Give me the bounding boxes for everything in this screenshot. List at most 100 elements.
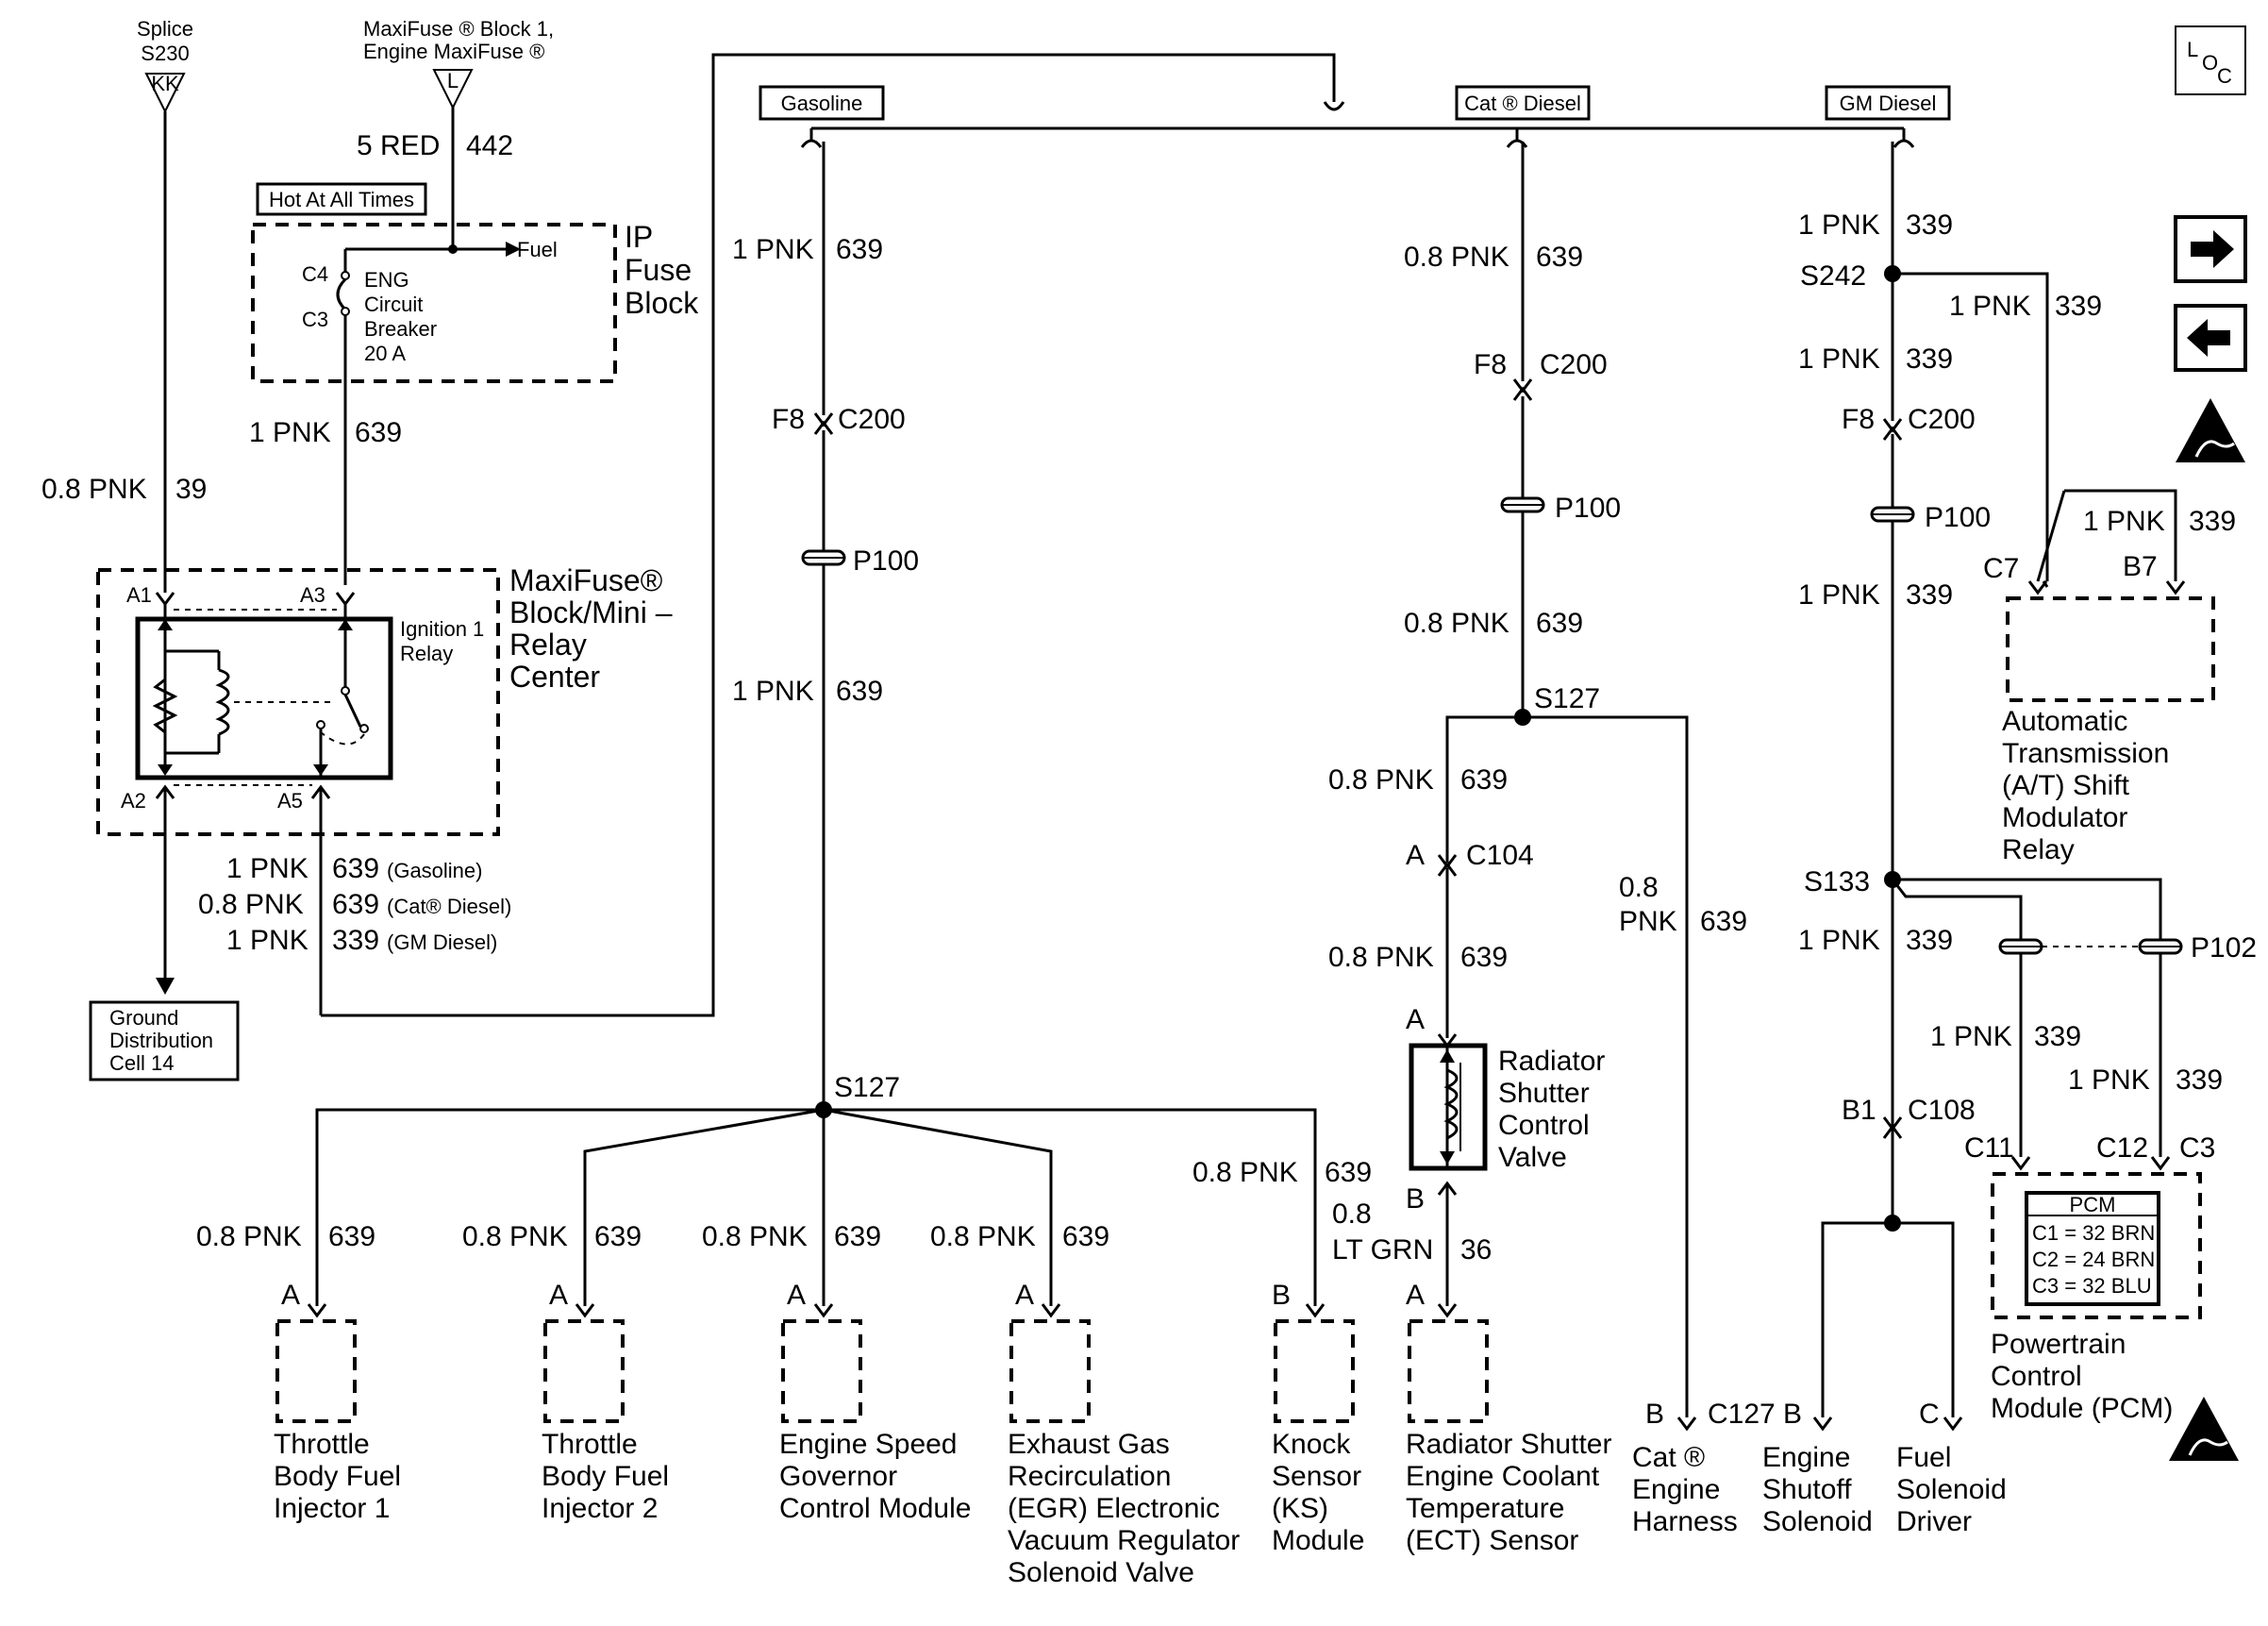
pass-through-p100: P100 bbox=[1925, 502, 1991, 533]
wire-gauge: 0.8 PNK bbox=[1404, 608, 1509, 639]
wire-gauge: 1 PNK bbox=[732, 234, 814, 265]
shutoff-name-2: Shutoff bbox=[1762, 1474, 1852, 1505]
shutoff-name: Engine bbox=[1762, 1442, 1850, 1473]
wire-color: PNK bbox=[1619, 906, 1677, 937]
splice-triangle bbox=[144, 73, 186, 114]
circuit-number: 339 bbox=[2189, 506, 2236, 537]
pin-b7: B7 bbox=[2123, 551, 2158, 582]
relay-center-title-3: Relay bbox=[509, 628, 587, 662]
splice-s133: S133 bbox=[1804, 866, 1870, 897]
wire-gauge: 1 PNK bbox=[1798, 579, 1880, 611]
pcm-table-row: C2 = 24 BRN bbox=[2032, 1248, 2155, 1271]
ground-label: Ground bbox=[109, 1006, 178, 1030]
esd-warning-icon-2 bbox=[2169, 1397, 2239, 1461]
right-arrow-icon[interactable] bbox=[2174, 215, 2247, 283]
valve-name-3: Control bbox=[1498, 1110, 1590, 1141]
component-name-3: Injector 1 bbox=[274, 1493, 390, 1524]
circuit-number: 639 bbox=[594, 1221, 642, 1252]
circuit-number: 339 bbox=[1906, 210, 1953, 241]
pin-label: B bbox=[1406, 1183, 1425, 1215]
component-name-2: Recirculation bbox=[1008, 1461, 1171, 1492]
wire-gauge: 1 PNK bbox=[249, 417, 331, 448]
component-name-3: Injector 2 bbox=[542, 1493, 658, 1524]
relay-label: Ignition 1 bbox=[400, 617, 484, 641]
component-name-3: Control Module bbox=[779, 1493, 971, 1524]
circuit-number: 639 bbox=[1700, 906, 1747, 937]
wire-color: LT GRN bbox=[1332, 1234, 1433, 1266]
maxifuse-tag: L bbox=[447, 69, 459, 92]
component-name-2: Body Fuel bbox=[274, 1461, 401, 1492]
left-arrow-icon[interactable] bbox=[2174, 304, 2247, 372]
pin-a5: A5 bbox=[277, 789, 303, 813]
component-throttle-injector-1: 0.8 PNK 639 A Throttle Body Fuel Injecto… bbox=[196, 1221, 401, 1524]
at-relay-outline bbox=[2006, 596, 2215, 702]
wire-gauge: 1 PNK bbox=[2083, 506, 2165, 537]
component-name-4: Module bbox=[1272, 1525, 1364, 1556]
splice-s242: S242 bbox=[1800, 260, 1866, 292]
pin-b1: B1 bbox=[1842, 1095, 1876, 1126]
circuit-number: 639 bbox=[332, 853, 379, 884]
relay-center-title-4: Center bbox=[509, 660, 600, 694]
component-name: Engine Speed bbox=[779, 1429, 958, 1460]
circuit-number: 36 bbox=[1460, 1234, 1492, 1266]
pin-c7: C7 bbox=[1983, 553, 2019, 584]
ground-arrow-icon bbox=[156, 978, 175, 995]
fuel-label: Fuel bbox=[517, 238, 558, 261]
wire-gauge: 0.8 PNK bbox=[1328, 764, 1434, 796]
esd-warning-icon bbox=[2176, 398, 2245, 462]
wire-gauge: 0.8 bbox=[1619, 872, 1659, 903]
pin-label: A bbox=[1406, 1004, 1425, 1035]
component-name-2: Governor bbox=[779, 1461, 897, 1492]
valve-name-2: Shutter bbox=[1498, 1078, 1590, 1109]
ect-sensor-outline bbox=[1408, 1319, 1489, 1423]
pin-label: B bbox=[1783, 1399, 1802, 1430]
option-gasoline-label: Gasoline bbox=[781, 92, 863, 115]
pin-f8: F8 bbox=[1842, 404, 1875, 435]
circuit-number: 639 bbox=[1460, 942, 1508, 973]
pin-f8: F8 bbox=[1474, 349, 1507, 380]
harness-name-2: Engine bbox=[1632, 1474, 1720, 1505]
circuit-number: 339 bbox=[1906, 344, 1953, 375]
wire-gauge: 1 PNK bbox=[2068, 1064, 2150, 1096]
shutoff-name-3: Solenoid bbox=[1762, 1506, 1873, 1537]
at-relay-name-4: Modulator bbox=[2002, 802, 2127, 833]
fuel-arrow-icon bbox=[506, 242, 521, 257]
loc-icon: L O C bbox=[2175, 25, 2246, 95]
pin-c3: C3 bbox=[2179, 1132, 2215, 1164]
wire-gauge: 0.8 PNK bbox=[1328, 942, 1434, 973]
at-relay-name-2: Transmission bbox=[2002, 738, 2169, 769]
wire-gauge: 0.8 PNK bbox=[196, 1221, 302, 1252]
connector-c127: C127 bbox=[1708, 1399, 1776, 1430]
driver-name-2: Solenoid bbox=[1896, 1474, 2007, 1505]
connector-c108: C108 bbox=[1908, 1095, 1976, 1126]
fuse-block-title-3: Block bbox=[625, 286, 699, 320]
splice-label: Splice bbox=[137, 17, 193, 41]
wire-gauge: 1 PNK bbox=[732, 676, 814, 707]
pin-label: A bbox=[1015, 1280, 1034, 1311]
splice-s127: S127 bbox=[1534, 683, 1600, 714]
circuit-number: 639 bbox=[1536, 242, 1583, 273]
maxifuse-label-2: Engine MaxiFuse ® bbox=[363, 40, 544, 63]
connector-c200: C200 bbox=[838, 404, 906, 435]
relay-center-title: MaxiFuse® bbox=[509, 563, 663, 597]
option-gm-diesel-label: GM Diesel bbox=[1840, 92, 1937, 115]
wire-gauge: 0.8 PNK bbox=[930, 1221, 1036, 1252]
wire-gauge: 0.8 PNK bbox=[42, 474, 147, 505]
pass-through-p100: P100 bbox=[1555, 493, 1621, 524]
pcm-name-3: Module (PCM) bbox=[1991, 1393, 2173, 1424]
component-knock-sensor-module: 0.8 PNK 639 B Knock Sensor (KS) Module bbox=[1192, 1157, 1372, 1556]
ect-sensor-name: Radiator Shutter bbox=[1406, 1429, 1611, 1460]
option-note: (GM Diesel) bbox=[387, 930, 497, 954]
ect-sensor-name-4: (ECT) Sensor bbox=[1406, 1525, 1578, 1556]
component-engine-speed-governor: 0.8 PNK 639 A Engine Speed Governor Cont… bbox=[702, 1221, 971, 1524]
splice-id: S230 bbox=[141, 42, 189, 65]
breaker-label-3: Breaker bbox=[364, 317, 437, 341]
wire-gauge: 1 PNK bbox=[1798, 344, 1880, 375]
breaker-label: ENG bbox=[364, 268, 409, 292]
loc-letter-o: O bbox=[2202, 51, 2218, 75]
circuit-number: 339 bbox=[2034, 1021, 2081, 1052]
loc-letter-c: C bbox=[2217, 64, 2232, 88]
component-name-2: Sensor bbox=[1272, 1461, 1361, 1492]
